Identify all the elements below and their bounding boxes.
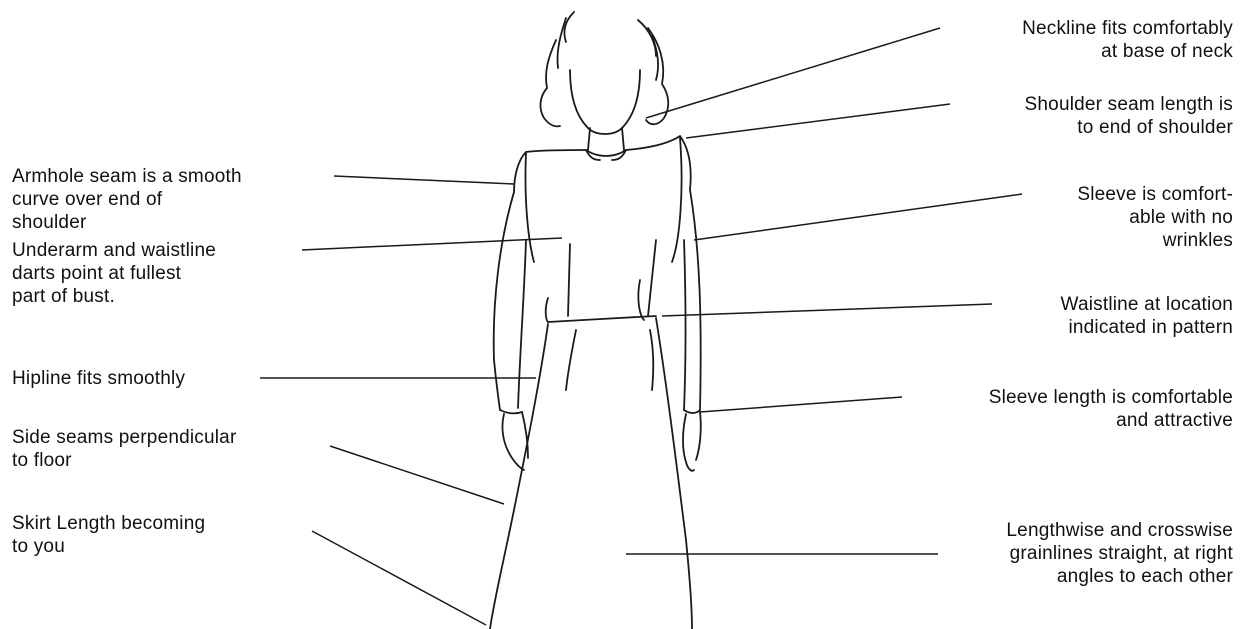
leader-lines-left [260, 176, 562, 625]
label-line: Sleeve length is comfortable [989, 386, 1233, 409]
label-line: grainlines straight, at right [1006, 542, 1233, 565]
left-sleeve [494, 192, 526, 413]
hair [540, 12, 668, 126]
label-line: Neckline fits comfortably [1022, 17, 1233, 40]
label-line: to end of shoulder [1025, 116, 1233, 139]
label-shoulder-seam: Shoulder seam length is to end of should… [1025, 93, 1233, 139]
label-line: Underarm and waistline [12, 239, 216, 262]
right-sleeve [684, 190, 701, 413]
label-line: Hipline fits smoothly [12, 367, 185, 390]
label-line: able with no [1077, 206, 1233, 229]
label-neckline: Neckline fits comfortably at base of nec… [1022, 17, 1233, 63]
label-line: darts point at fullest [12, 262, 216, 285]
label-line: and attractive [989, 409, 1233, 432]
label-sleeve-comfort: Sleeve is comfort- able with no wrinkles [1077, 183, 1233, 252]
label-line: wrinkles [1077, 229, 1233, 252]
label-sleeve-length: Sleeve length is comfortable and attract… [989, 386, 1233, 432]
label-armhole: Armhole seam is a smooth curve over end … [12, 165, 242, 234]
label-line: Waistline at location [1061, 293, 1233, 316]
label-waistline: Waistline at location indicated in patte… [1061, 293, 1233, 339]
label-line: Side seams perpendicular [12, 426, 236, 449]
label-line: to floor [12, 449, 236, 472]
label-line: angles to each other [1006, 565, 1233, 588]
label-line: Armhole seam is a smooth [12, 165, 242, 188]
label-line: curve over end of [12, 188, 242, 211]
label-darts: Underarm and waistline darts point at fu… [12, 239, 216, 308]
waistline-seam [548, 316, 656, 322]
label-line: to you [12, 535, 205, 558]
label-grainlines: Lengthwise and crosswise grainlines stra… [1006, 519, 1233, 588]
label-line: Sleeve is comfort- [1077, 183, 1233, 206]
label-side-seams: Side seams perpendicular to floor [12, 426, 236, 472]
label-line: shoulder [12, 211, 242, 234]
bodice [514, 136, 691, 322]
head [570, 70, 640, 134]
collar [586, 128, 626, 160]
label-hipline: Hipline fits smoothly [12, 367, 185, 390]
label-line: part of bust. [12, 285, 216, 308]
label-line: Shoulder seam length is [1025, 93, 1233, 116]
label-line: Lengthwise and crosswise [1006, 519, 1233, 542]
label-line: Skirt Length becoming [12, 512, 205, 535]
label-line: indicated in pattern [1061, 316, 1233, 339]
label-line: at base of neck [1022, 40, 1233, 63]
label-skirt-length: Skirt Length becoming to you [12, 512, 205, 558]
